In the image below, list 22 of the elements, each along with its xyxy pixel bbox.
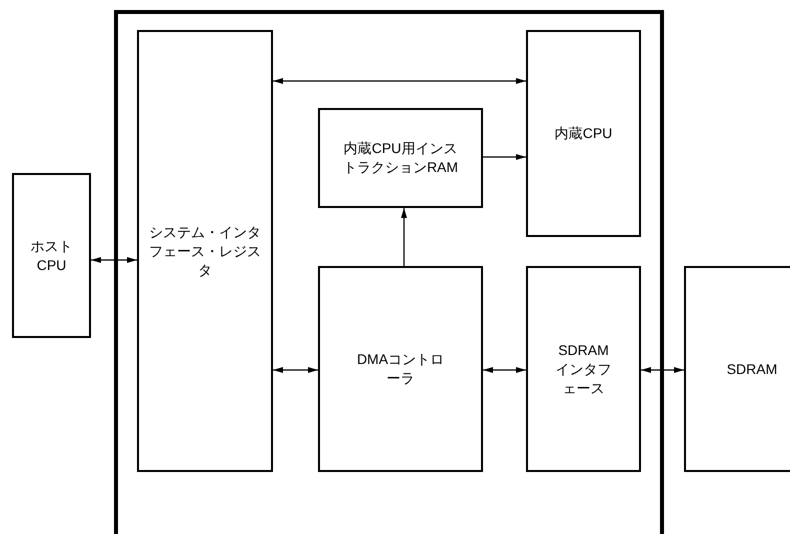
arrow bbox=[641, 367, 684, 373]
memory-box bbox=[684, 266, 790, 472]
register-box bbox=[137, 30, 273, 472]
chip-box bbox=[114, 10, 664, 534]
arrow bbox=[483, 367, 526, 373]
arrow bbox=[483, 154, 526, 160]
cpu-box bbox=[526, 30, 641, 237]
block-label: DMAコントローラ bbox=[356, 350, 446, 388]
block-label: 内蔵CPU用インストラクションRAM bbox=[342, 139, 460, 177]
interface-box bbox=[526, 266, 641, 472]
cpu-box bbox=[12, 173, 91, 338]
arrow bbox=[273, 78, 526, 84]
arrow bbox=[401, 208, 407, 266]
block-label: ホストCPU bbox=[30, 236, 74, 274]
controller-box bbox=[318, 266, 483, 472]
arrow bbox=[91, 257, 137, 263]
arrow bbox=[273, 367, 318, 373]
block-label: SDRAMインタフェース bbox=[554, 340, 612, 398]
memory-box bbox=[318, 108, 483, 208]
block-label: システム・インタフェース・レジスタ bbox=[148, 222, 262, 280]
block-label: 内蔵CPU bbox=[554, 124, 612, 143]
block-label: SDRAM bbox=[726, 360, 778, 378]
